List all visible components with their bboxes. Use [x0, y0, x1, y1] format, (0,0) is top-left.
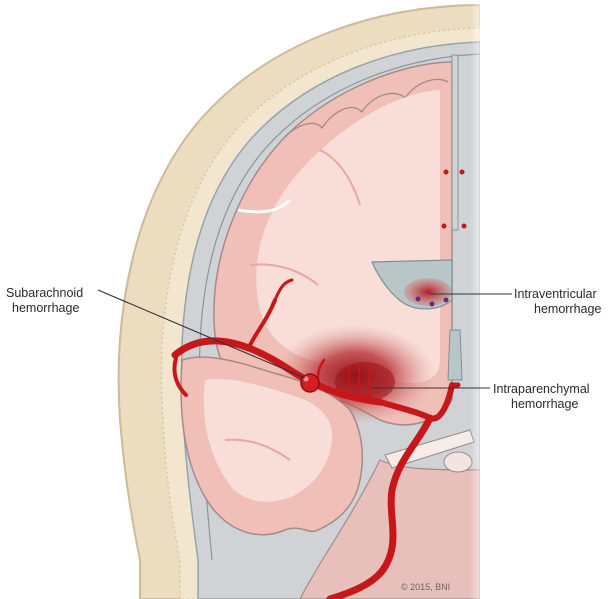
sinus-dot-2	[460, 170, 465, 175]
choroid-plexus-1	[416, 297, 421, 302]
intraventricular-hemorrhage-label: Intraventricular hemorrhage	[514, 287, 601, 317]
choroid-plexus-3	[444, 298, 449, 303]
sinus-dot-4	[462, 224, 467, 229]
pituitary	[444, 452, 472, 472]
intraparenchymal-label-line2: hemorrhage	[493, 397, 590, 412]
subarachnoid-label-line2: hemorrhage	[6, 301, 83, 316]
intraparenchymal-label-line1: Intraparenchymal	[493, 382, 590, 397]
intraparenchymal-hemorrhage-label: Intraparenchymal hemorrhage	[493, 382, 590, 412]
aneurysm	[301, 374, 319, 392]
sinus-dot-3	[442, 224, 447, 229]
copyright-notice: © 2015, BNI	[401, 582, 450, 592]
subarachnoid-hemorrhage-label: Subarachnoid hemorrhage	[6, 286, 83, 316]
right-fade	[470, 0, 490, 599]
subarachnoid-label-line1: Subarachnoid	[6, 286, 83, 301]
sinus-dot-1	[444, 170, 449, 175]
third-ventricle	[448, 330, 462, 380]
intraventricular-label-line1: Intraventricular	[514, 287, 601, 302]
choroid-plexus-2	[430, 302, 435, 307]
falx-cerebri	[452, 55, 458, 230]
intraventricular-label-line2: hemorrhage	[514, 302, 601, 317]
